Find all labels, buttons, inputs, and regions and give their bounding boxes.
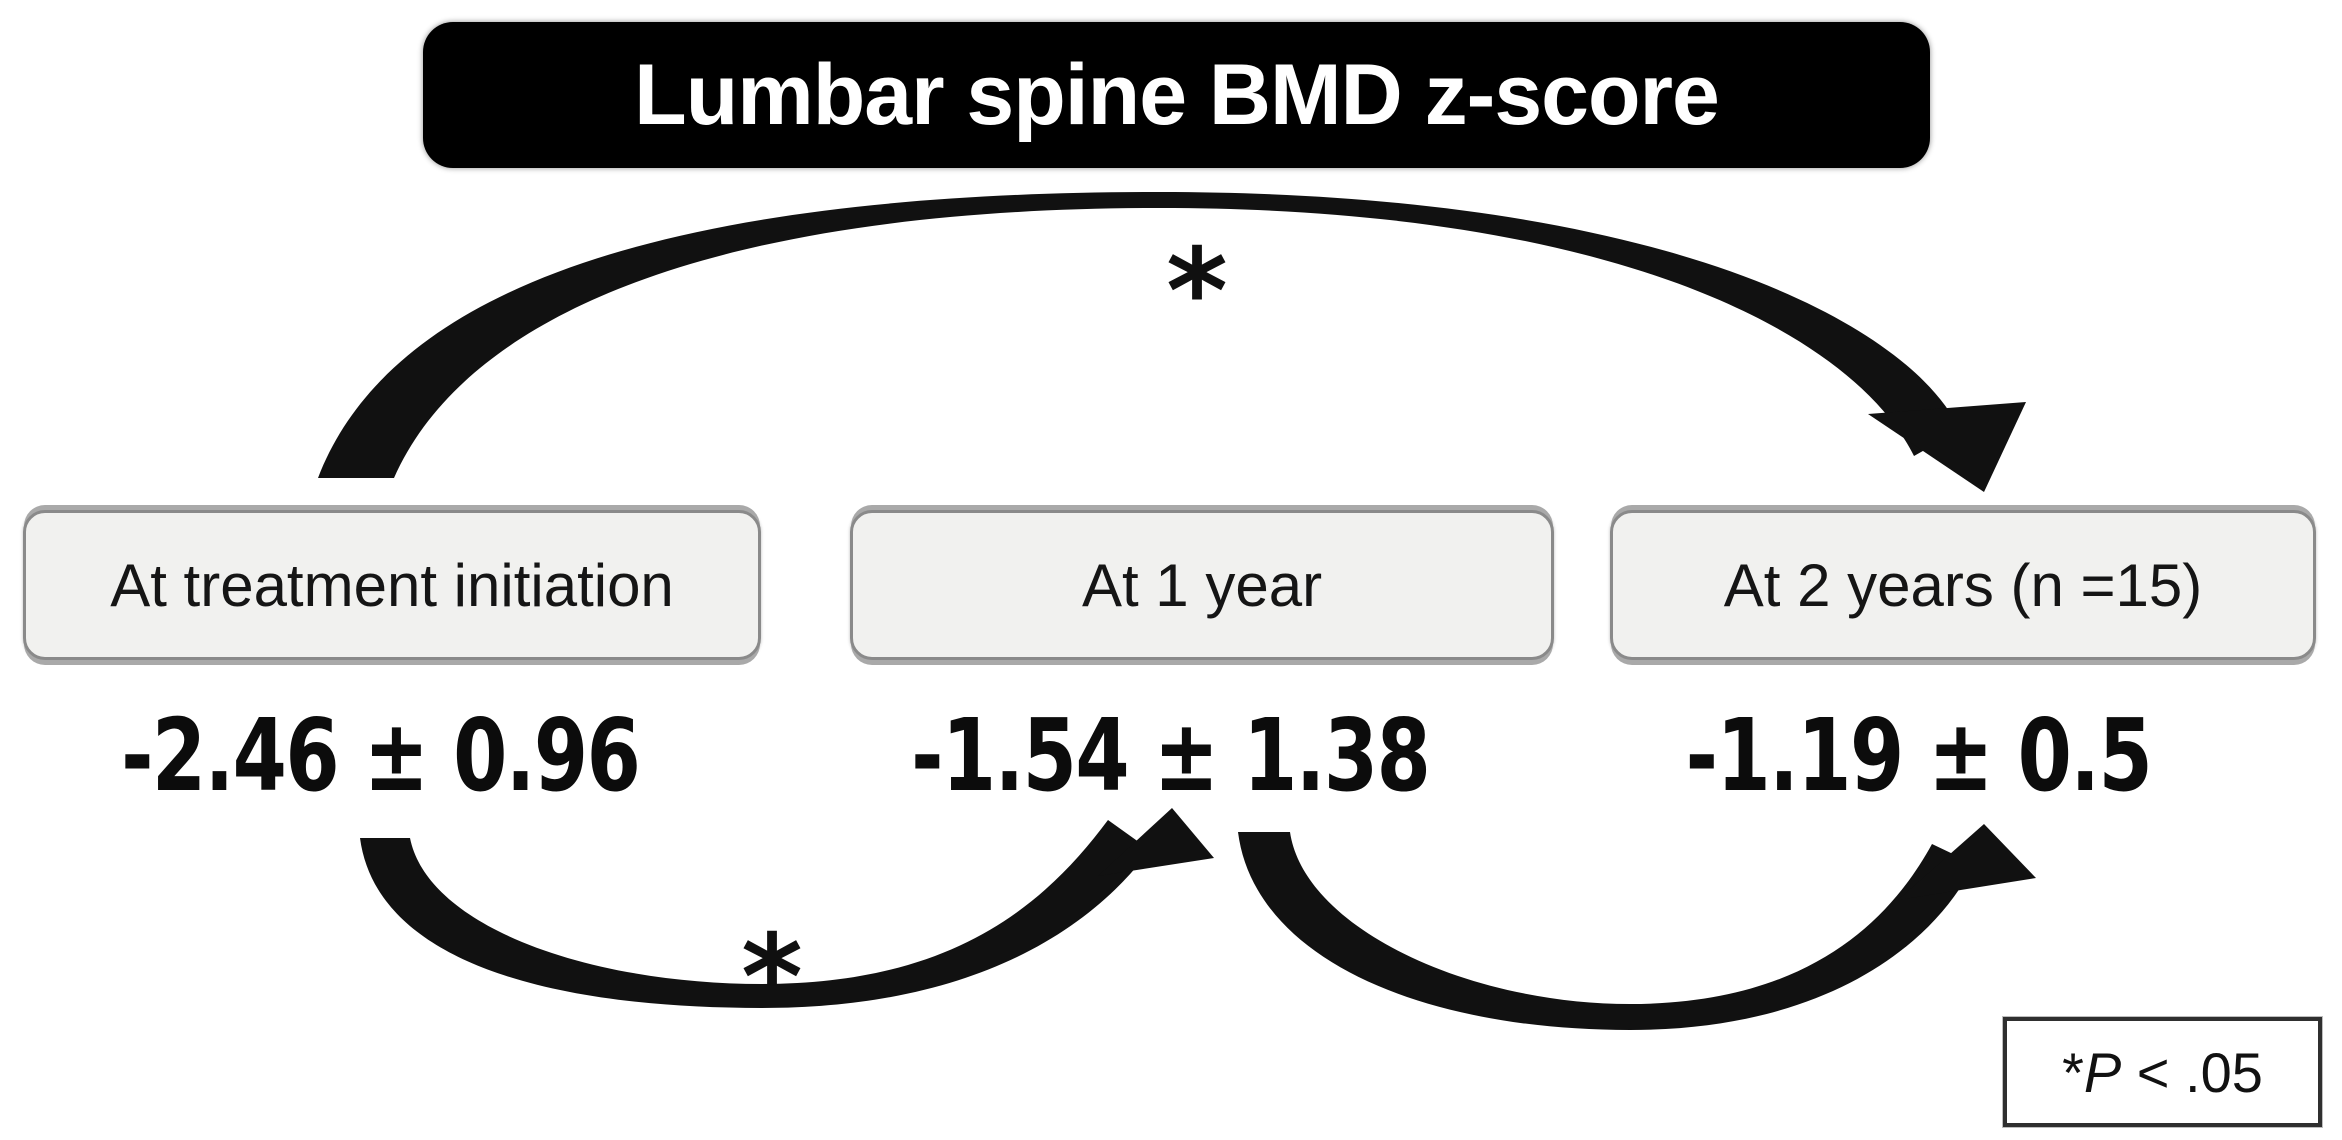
diagram-title: Lumbar spine BMD z-score (634, 46, 1720, 143)
arrow-initiation-to-2years-curve (318, 192, 1960, 478)
significance-asterisk-bottom: * (741, 908, 803, 1046)
zscore-value-treatment-initiation: -2.46 ± 0.96 (80, 697, 680, 814)
arrow-initiation-to-2years-head (1868, 402, 2026, 492)
legend-comparison: < .05 (2121, 1040, 2263, 1104)
zscore-value-1-year: -1.54 ± 1.38 (870, 697, 1470, 814)
node-label-treatment-initiation: At treatment initiation (110, 551, 674, 619)
node-box-1-year: At 1 year (850, 510, 1554, 660)
node-box-2-years: At 2 years (n =15) (1610, 510, 2316, 660)
title-bar: Lumbar spine BMD z-score (423, 22, 1930, 168)
legend-text: *P < .05 (2062, 1040, 2263, 1105)
legend-p-symbol: P (2083, 1040, 2122, 1104)
zscore-value-text: -1.54 ± 1.38 (910, 696, 1431, 814)
arrow-1year-to-2years-curve (1238, 832, 1974, 1030)
arrow-initiation-to-1year-curve (360, 820, 1150, 1008)
node-label-1-year: At 1 year (1081, 551, 1323, 619)
node-box-treatment-initiation: At treatment initiation (23, 510, 761, 660)
legend-star: * (2062, 1040, 2084, 1104)
zscore-value-text: -1.19 ± 0.5 (1685, 696, 2152, 814)
arrow-1year-to-2years-head (1898, 824, 2036, 900)
significance-asterisk-top: * (1166, 222, 1228, 360)
zscore-value-2-years: -1.19 ± 0.5 (1618, 697, 2218, 814)
node-label-2-years: At 2 years (n =15) (1723, 551, 2203, 619)
significance-legend: *P < .05 (2003, 1017, 2322, 1127)
arrow-initiation-to-1year-head (1098, 808, 1214, 876)
zscore-value-text: -2.46 ± 0.96 (120, 696, 641, 814)
